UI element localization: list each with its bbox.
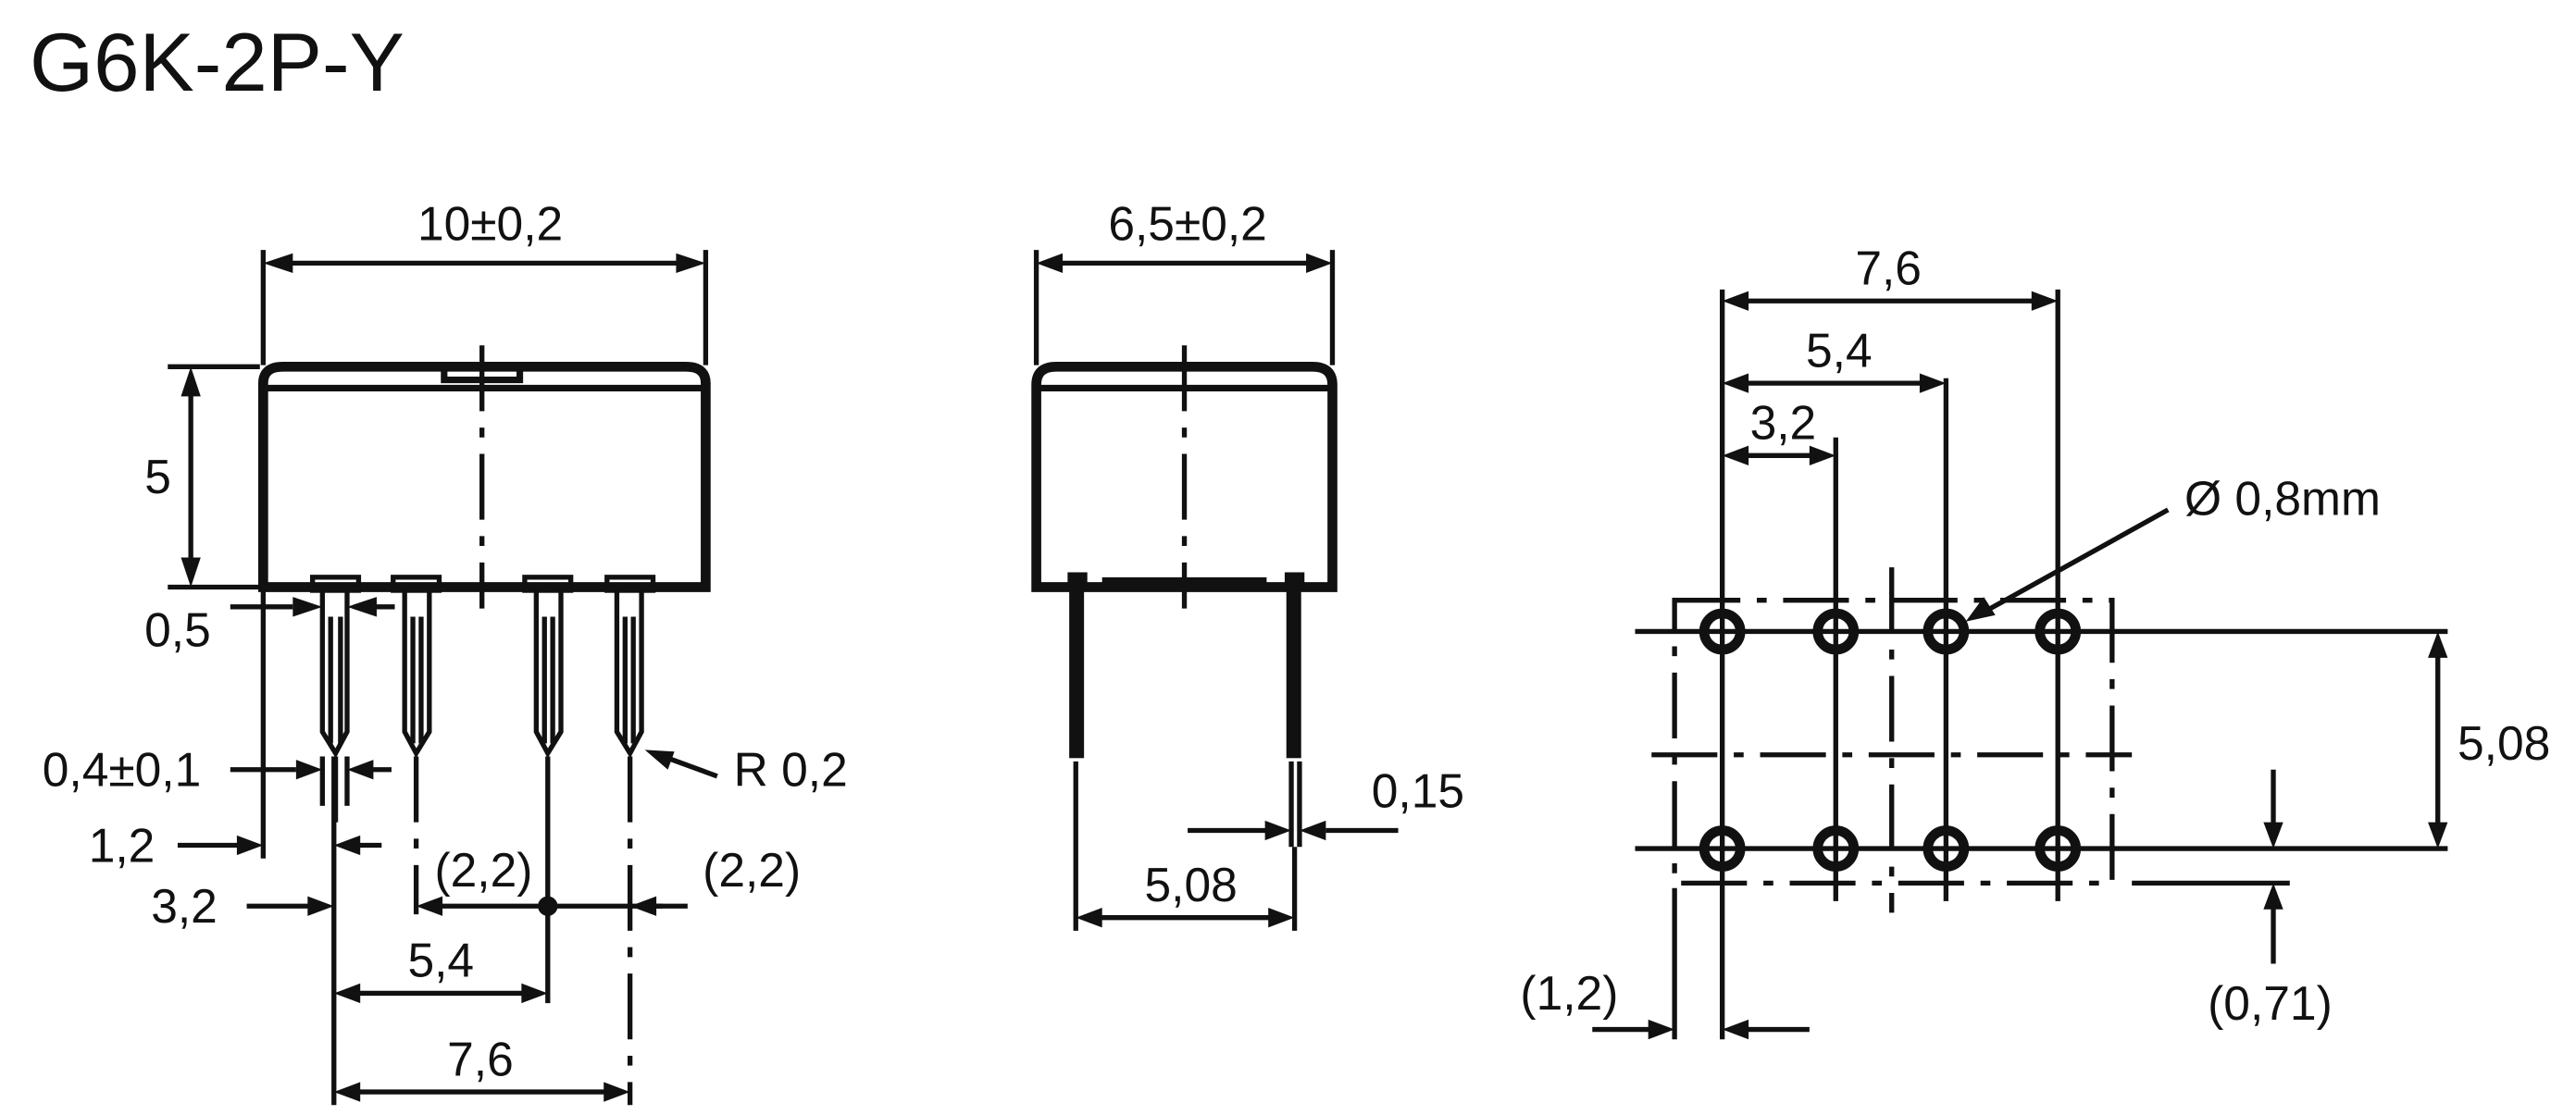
radius-label: R 0,2 [734, 743, 848, 797]
side-view: 6,5±0,2 0,15 5,08 [1031, 197, 1464, 931]
standoff-label: 0,5 [144, 602, 211, 656]
ref-left-label: (2,2) [435, 843, 533, 897]
front-pins [309, 575, 656, 759]
ref-right-label: (2,2) [703, 843, 801, 897]
pin-thickness-label: 0,15 [1372, 764, 1464, 818]
front-view: 10±0,2 5 0,5 0,4±0,1 1,2 [43, 197, 848, 1106]
relay-body-front [258, 362, 711, 592]
row-spacing-label: 5,08 [2458, 716, 2550, 770]
pcb-pitch1-label: 3,2 [1750, 396, 1817, 450]
front-height-label: 5 [144, 450, 171, 503]
pitch2-label: 5,4 [407, 934, 474, 987]
pin-width-label: 0,4±0,1 [43, 743, 202, 797]
pcb-holes [1699, 608, 2082, 872]
offset-y-label: (0,71) [2208, 976, 2333, 1030]
pin-offset-label: 1,2 [89, 818, 156, 872]
relay-body-side [1031, 362, 1338, 592]
pcb-pitch3-label: 7,6 [1855, 241, 1922, 294]
pcb-layout-view: 7,6 5,4 3,2 Ø 0,8mm 5,08 (0,71) (1,2) [1520, 241, 2550, 1040]
front-width-label: 10±0,2 [417, 197, 563, 251]
offset-x-label: (1,2) [1520, 966, 1618, 1020]
pcb-pitch2-label: 5,4 [1806, 323, 1873, 377]
pitch1-label: 3,2 [151, 879, 218, 933]
side-width-label: 6,5±0,2 [1108, 197, 1267, 251]
pitch3-label: 7,6 [447, 1032, 514, 1085]
pin-spacing-label: 5,08 [1145, 858, 1238, 911]
drawing-title: G6K-2P-Y [30, 17, 404, 108]
hole-diameter-label: Ø 0,8mm [2184, 471, 2381, 525]
